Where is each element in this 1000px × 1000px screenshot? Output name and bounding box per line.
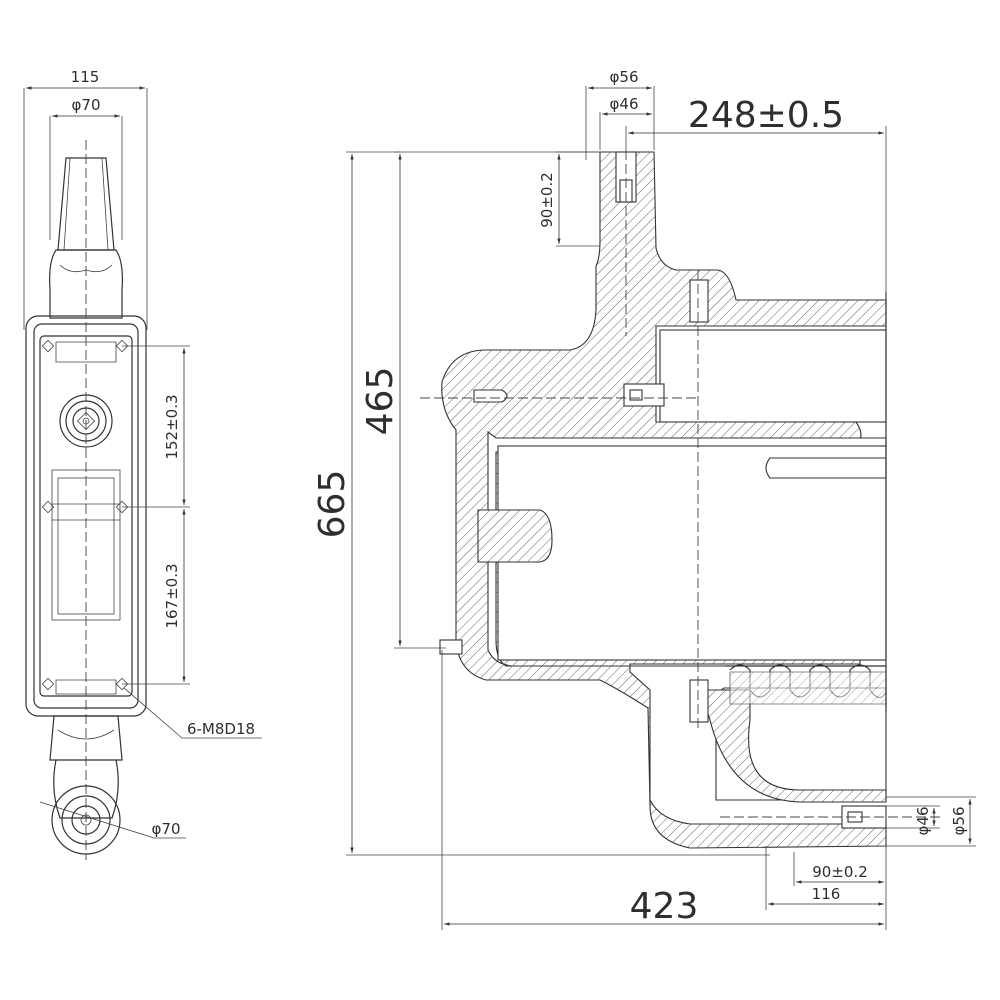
right-diameter-dimensions: φ46 φ56 (886, 796, 976, 847)
bottom-dimensions: 90±0.2 116 (765, 846, 887, 930)
pitch-dimensions: 152±0.3 167±0.3 (122, 345, 190, 685)
right-inner-diameter-label: φ46 (914, 807, 932, 836)
total-width-dimension: 423 (441, 650, 884, 930)
offset-label: 248±0.5 (688, 95, 844, 136)
inner-cavity (497, 445, 887, 661)
lower-inner-wall (699, 689, 887, 803)
height-665-label: 665 (312, 470, 353, 539)
top-depth-label: 90±0.2 (538, 172, 556, 228)
top-inner-diameter-label: φ46 (610, 95, 639, 113)
width-label: 115 (71, 68, 100, 86)
front-view: 115 φ70 (23, 68, 262, 860)
bolt-hole (115, 339, 129, 353)
top-diameter-dimension: φ70 (49, 96, 123, 240)
left-wall-rib (477, 509, 553, 563)
bottom-diameter-label: φ70 (152, 820, 181, 838)
bolt-hole (115, 677, 129, 691)
upper-pitch-label: 152±0.3 (163, 394, 181, 459)
bolt-hole (41, 500, 55, 514)
upper-cavity (659, 329, 887, 423)
bolt-holes (41, 339, 129, 691)
width-dimension: 115 (23, 68, 148, 330)
bottom-length-label: 116 (812, 885, 841, 903)
bottom-terminal: φ70 (39, 715, 186, 855)
right-outer-diameter-label: φ56 (950, 807, 968, 836)
offset-dimension: 248±0.5 (625, 95, 887, 300)
bolt-hole (41, 677, 55, 691)
lower-pitch-label: 167±0.3 (163, 563, 181, 628)
bolt-hole (115, 500, 129, 514)
top-diameter-label: φ70 (72, 96, 101, 114)
corrugated-edge (726, 664, 887, 705)
section-body (441, 151, 887, 849)
bolt-hole (41, 339, 55, 353)
rail-slot (765, 457, 887, 479)
height-465-label: 465 (360, 367, 401, 436)
bolt-leader: 6-M8D18 (123, 687, 262, 739)
top-outer-diameter-label: φ56 (610, 68, 639, 86)
section-view: φ56 φ46 248±0.5 90±0.2 465 665 (312, 68, 976, 930)
flange-body (25, 315, 147, 717)
height-665-dimension: 665 (312, 151, 770, 856)
bottom-depth-label: 90±0.2 (812, 863, 868, 881)
bolt-label: 6-M8D18 (187, 720, 255, 738)
total-width-label: 423 (630, 886, 699, 927)
top-depth-dimension: 90±0.2 (538, 151, 600, 247)
height-465-dimension: 465 (360, 151, 600, 649)
top-diameter-dimensions: φ56 φ46 (585, 68, 655, 160)
